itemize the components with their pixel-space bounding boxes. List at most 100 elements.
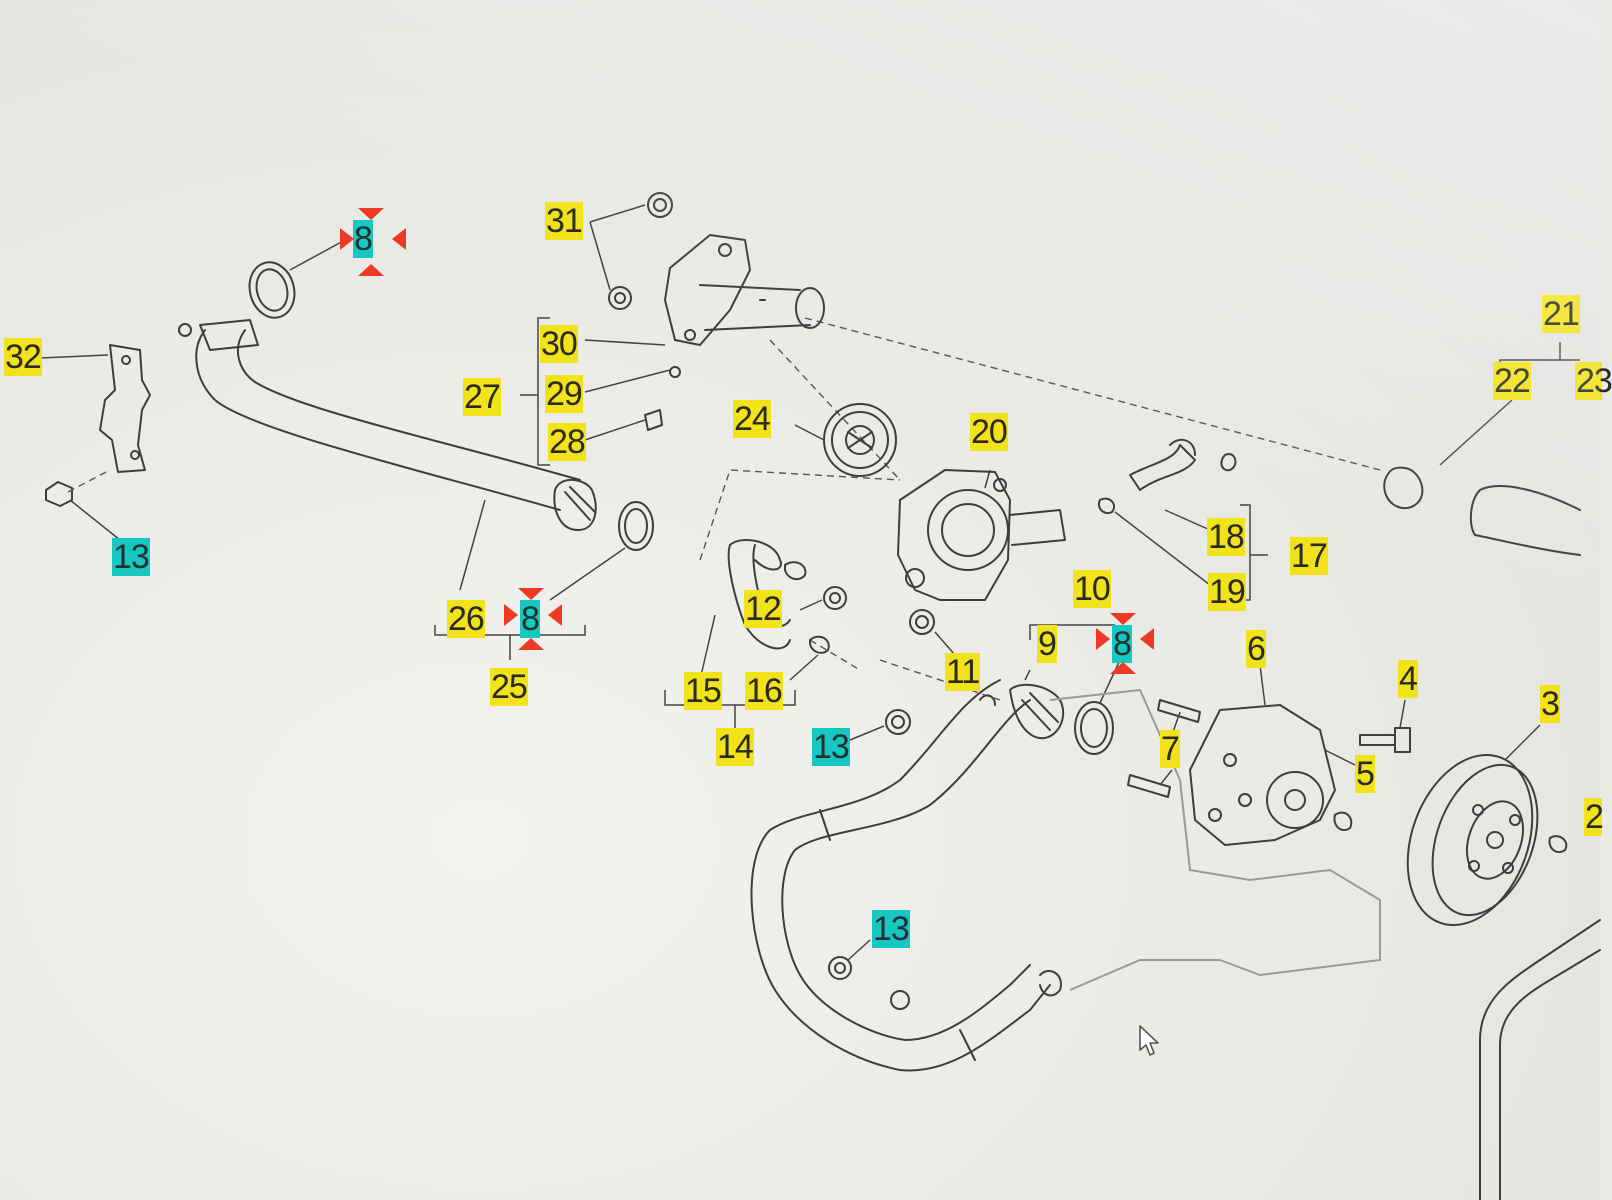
leader-26 xyxy=(459,499,486,591)
callout-8-middle[interactable]: 8 xyxy=(520,600,540,638)
callout-28[interactable]: 28 xyxy=(548,423,586,461)
bracket-10 xyxy=(1029,624,1115,640)
bolt-2 xyxy=(1548,835,1568,854)
mouse-pointer-icon xyxy=(1139,1025,1159,1056)
leader-8-middle xyxy=(549,547,626,601)
callout-2[interactable]: 2 xyxy=(1584,798,1604,836)
clamp-19 xyxy=(1098,497,1116,514)
callout-16[interactable]: 16 xyxy=(745,672,783,710)
callout-32[interactable]: 32 xyxy=(4,338,42,376)
bolt-31-top xyxy=(647,192,673,218)
engine-outline xyxy=(1049,688,1381,977)
axis-line-bypass xyxy=(699,469,901,561)
leader-32 xyxy=(39,354,109,359)
clamp-upper xyxy=(1220,453,1237,472)
gasket-29 xyxy=(669,366,681,378)
o-ring-middle xyxy=(618,501,654,551)
o-ring-lower xyxy=(1074,701,1114,755)
leader-20 xyxy=(984,469,991,489)
callout-12[interactable]: 12 xyxy=(744,590,782,628)
bolt-31-lower xyxy=(608,286,632,310)
callout-25[interactable]: 25 xyxy=(490,668,528,706)
callout-31[interactable]: 31 xyxy=(545,202,583,240)
callout-18[interactable]: 18 xyxy=(1207,518,1245,556)
callout-17[interactable]: 17 xyxy=(1290,537,1328,575)
callout-26[interactable]: 26 xyxy=(447,600,485,638)
axis-line-thermostat xyxy=(769,339,901,481)
callout-6[interactable]: 6 xyxy=(1246,630,1266,668)
clamp-15-upper xyxy=(784,561,807,581)
axis-line-thermostat-outlet xyxy=(804,317,1381,471)
leader-30 xyxy=(584,339,666,346)
bracket-27 xyxy=(520,317,550,466)
leader-31 xyxy=(589,204,646,291)
callout-22[interactable]: 22 xyxy=(1493,362,1531,400)
oil-pan-outline xyxy=(1479,919,1601,1200)
leader-4 xyxy=(1399,699,1406,729)
axis-line-clamp xyxy=(809,639,861,671)
leader-11 xyxy=(934,631,956,656)
callout-8-upper[interactable]: 8 xyxy=(353,220,373,258)
callout-11[interactable]: 11 xyxy=(945,653,980,691)
callout-10[interactable]: 10 xyxy=(1073,570,1111,608)
nut-5 xyxy=(1333,811,1353,832)
callout-15[interactable]: 15 xyxy=(684,672,722,710)
callout-24[interactable]: 24 xyxy=(733,400,771,438)
bolt-11 xyxy=(909,609,935,635)
callout-13-left[interactable]: 13 xyxy=(112,538,150,576)
leader-12 xyxy=(799,599,823,611)
radiator-hose xyxy=(178,319,597,531)
stud-7 xyxy=(1127,699,1201,798)
flange-bolt xyxy=(45,469,111,507)
bolt-12 xyxy=(823,586,847,610)
callout-4[interactable]: 4 xyxy=(1398,660,1418,698)
callout-8-lower[interactable]: 8 xyxy=(1112,625,1132,663)
callout-9[interactable]: 9 xyxy=(1037,625,1057,663)
callout-3[interactable]: 3 xyxy=(1540,685,1560,723)
water-outlet xyxy=(664,234,825,346)
o-ring-upper xyxy=(248,261,296,319)
callout-7[interactable]: 7 xyxy=(1160,730,1180,768)
callout-13-middle[interactable]: 13 xyxy=(812,728,850,766)
water-pump xyxy=(1189,704,1336,846)
bracket-14 xyxy=(664,690,796,728)
callout-27[interactable]: 27 xyxy=(463,378,501,416)
leader-22 xyxy=(1439,399,1513,466)
callout-21[interactable]: 21 xyxy=(1542,295,1580,333)
bolt-4 xyxy=(1359,727,1411,753)
mounting-bracket xyxy=(99,344,151,473)
bolt-13-middle xyxy=(885,709,911,735)
callout-19[interactable]: 19 xyxy=(1208,573,1246,611)
callout-20[interactable]: 20 xyxy=(970,413,1008,451)
bolt-28 xyxy=(644,409,663,431)
radiator-hose-lower xyxy=(1383,466,1581,556)
leader-15 xyxy=(699,614,716,681)
thermostat-housing xyxy=(897,469,1066,601)
leader-5 xyxy=(1324,749,1356,766)
callout-30[interactable]: 30 xyxy=(540,325,578,363)
leader-19 xyxy=(1114,511,1211,586)
leader-9 xyxy=(1024,669,1031,681)
leader-24 xyxy=(794,424,825,441)
thermostat xyxy=(823,403,897,477)
bracket-25 xyxy=(434,625,586,660)
callout-5[interactable]: 5 xyxy=(1355,755,1375,793)
leader-29 xyxy=(584,369,671,393)
leader-28 xyxy=(584,419,646,441)
leader-13-lower xyxy=(847,939,871,961)
bypass-hose-small xyxy=(1129,438,1196,491)
leader-3 xyxy=(1504,724,1541,761)
callout-13-lower[interactable]: 13 xyxy=(872,910,910,948)
water-inlet-pipe xyxy=(750,679,1065,1072)
leader-16 xyxy=(789,654,819,681)
clamp-16 xyxy=(809,635,830,654)
callout-23[interactable]: 23 xyxy=(1575,362,1612,400)
leader-6 xyxy=(1259,664,1266,706)
leader-13-left xyxy=(69,499,121,541)
leader-18 xyxy=(1164,509,1211,531)
callout-29[interactable]: 29 xyxy=(545,375,583,413)
water-pump-pulley xyxy=(1406,753,1539,927)
callout-14[interactable]: 14 xyxy=(716,728,754,766)
